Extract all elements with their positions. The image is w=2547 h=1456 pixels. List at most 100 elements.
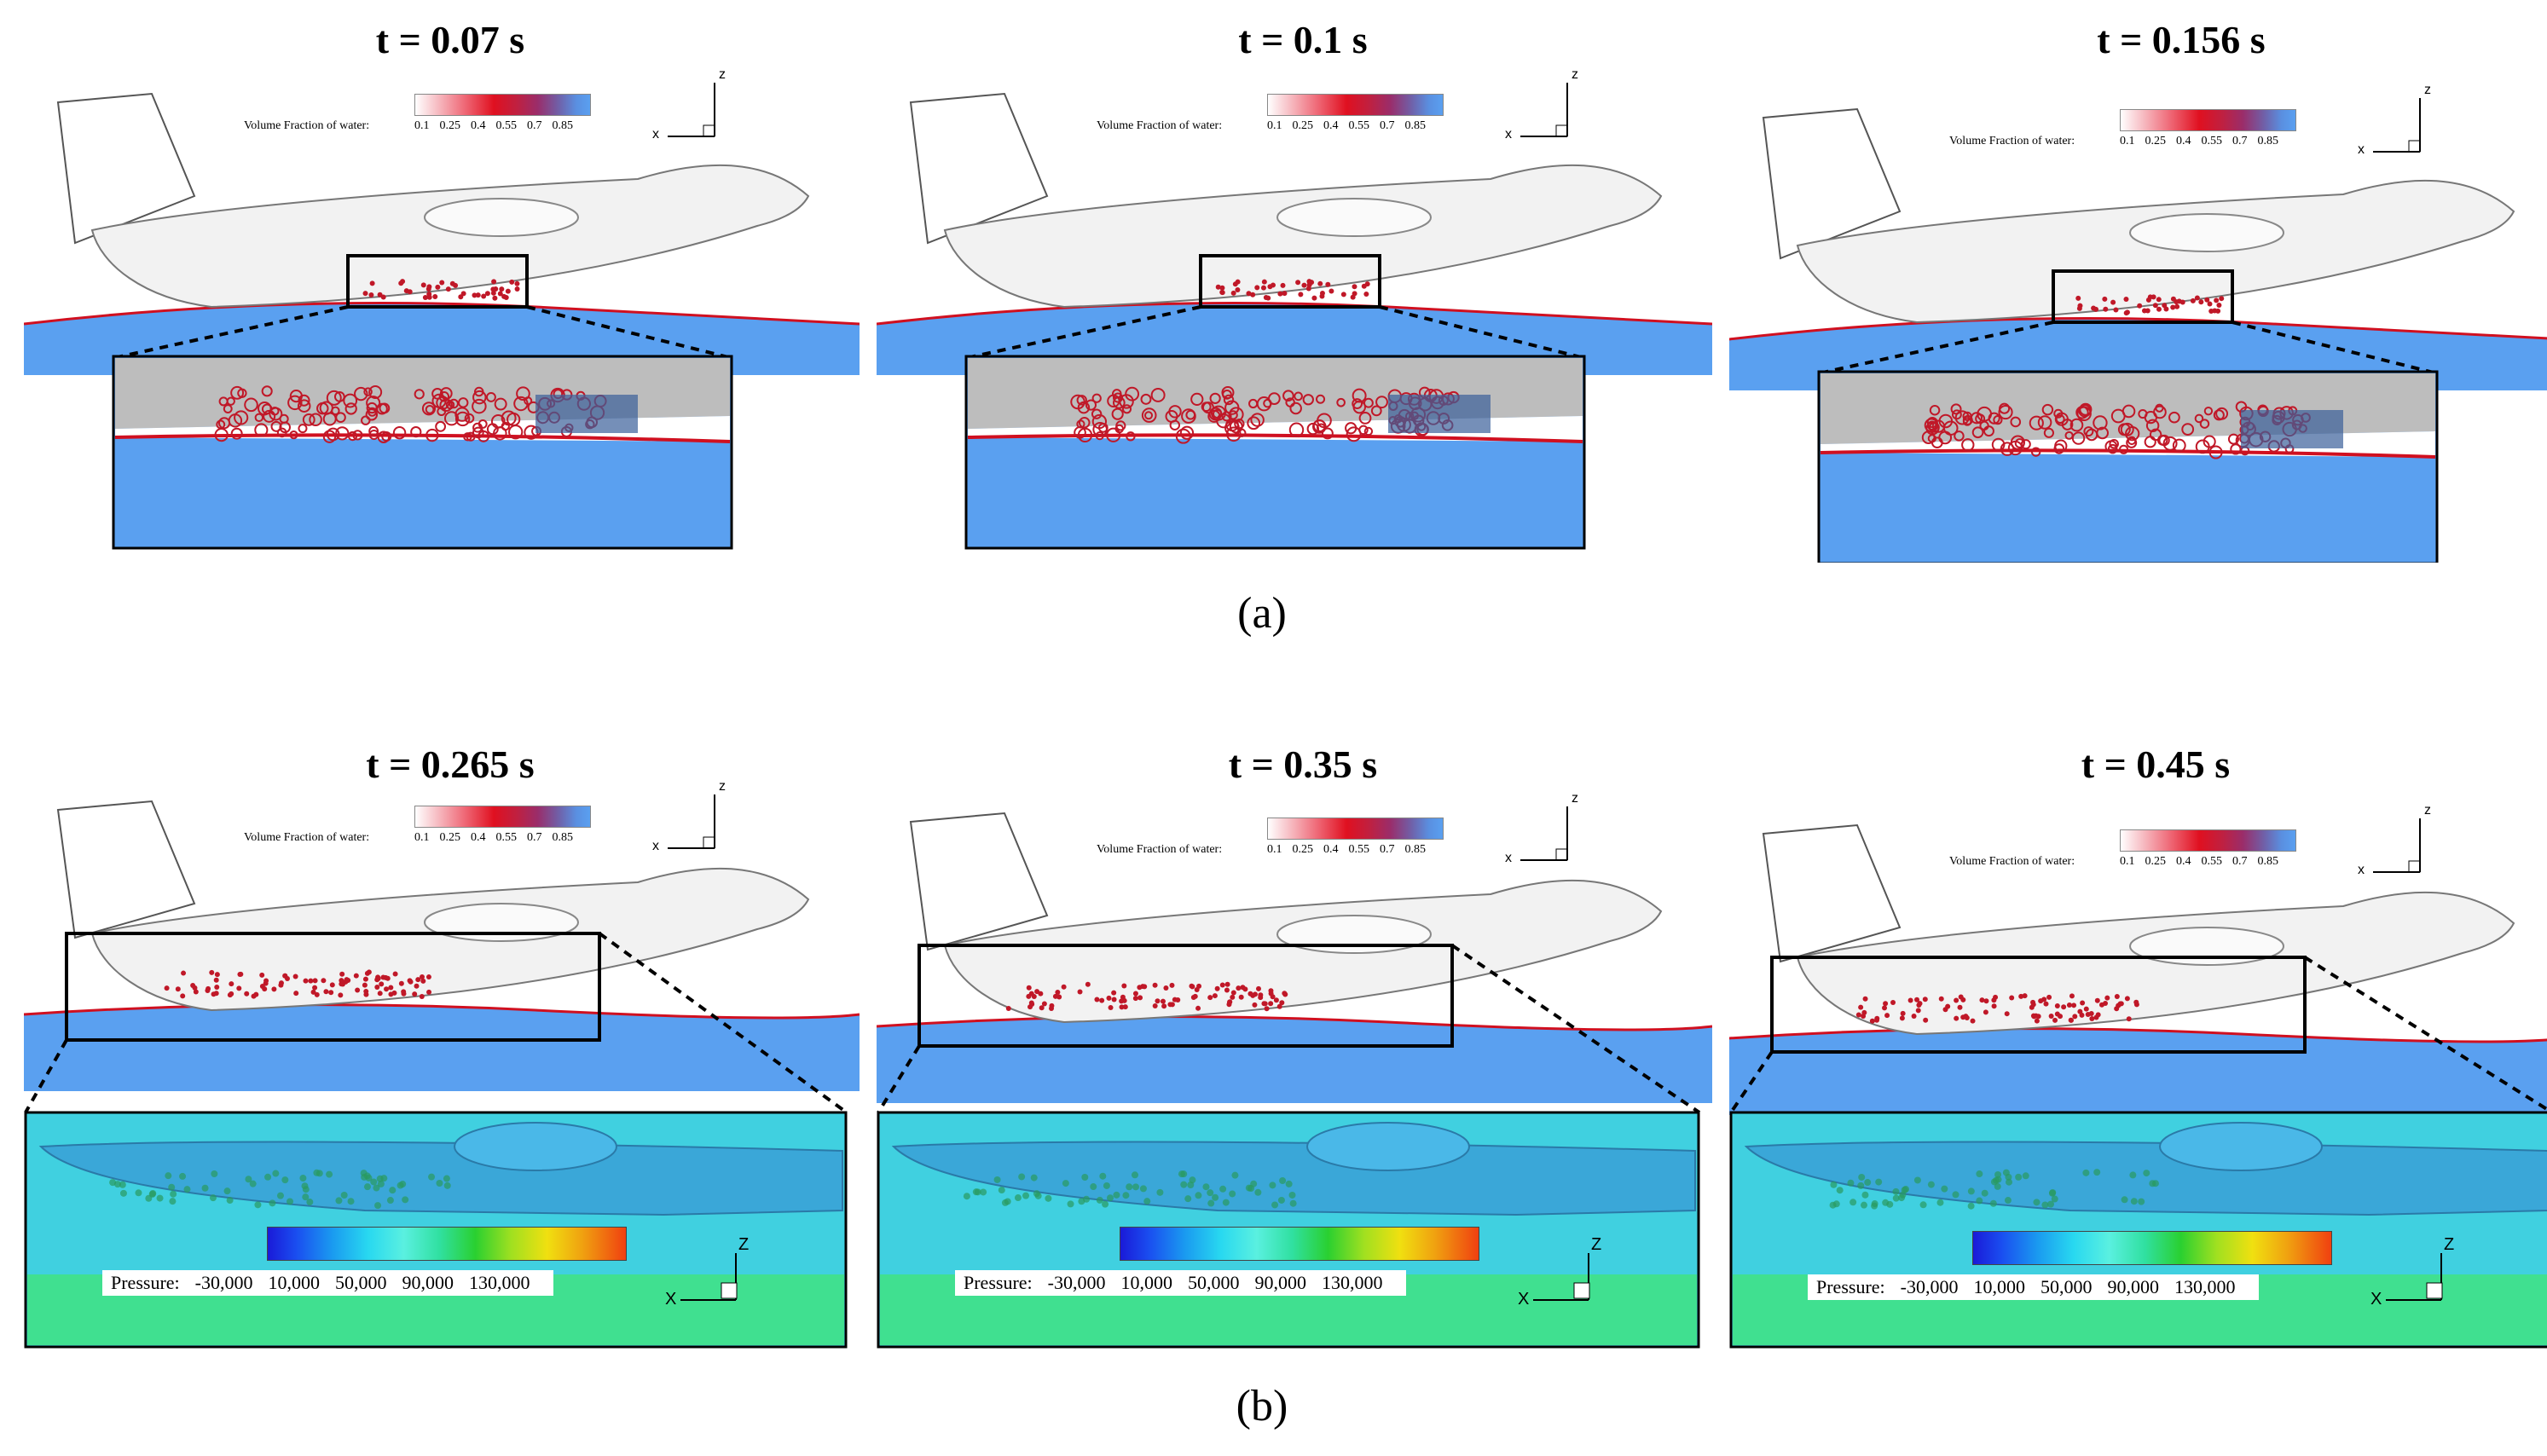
z-axis-label: Z <box>738 1235 749 1255</box>
pressure-label: Pressure: <box>964 1272 1033 1293</box>
nacelle-pressure <box>2160 1123 2322 1170</box>
x-axis-label: x <box>1505 127 1512 142</box>
x-axis-label: X <box>2370 1290 2382 1309</box>
volume-fraction-colorbar <box>1267 94 1444 116</box>
x-axis-label: x <box>2358 142 2365 158</box>
axis-triad: ZX <box>1499 1240 1618 1309</box>
legend-tick: 0.4 <box>2176 855 2191 868</box>
pressure-tick: -30,000 <box>1901 1276 1959 1297</box>
legend-label: Volume Fraction of water: <box>1097 119 1222 133</box>
pressure-legend: Pressure: -30,000 10,000 50,000 90,000 130,00… <box>955 1270 1406 1296</box>
pressure-tick: -30,000 <box>195 1272 253 1293</box>
legend-tick: 0.55 <box>2202 855 2223 868</box>
legend-tick: 0.85 <box>1405 843 1427 856</box>
legend-tick: 0.85 <box>553 831 574 844</box>
legend-label: Volume Fraction of water: <box>1097 843 1222 857</box>
z-axis-label: z <box>1572 67 1578 83</box>
x-axis-label: x <box>2358 863 2365 878</box>
pressure-legend: Pressure:-30,00010,00050,00090,000130,00… <box>1808 1274 2259 1300</box>
x-axis-label: X <box>1518 1290 1529 1309</box>
tail-fin <box>58 801 194 938</box>
axis-triad-small: zx <box>2356 808 2441 885</box>
legend-tick: 0.55 <box>2202 135 2223 147</box>
legend-tick: 0.85 <box>1405 119 1427 132</box>
legend-tick: 0.25 <box>2145 135 2167 147</box>
pressure-label: Pressure: <box>111 1272 180 1293</box>
legend-tick: 0.7 <box>527 119 542 132</box>
volume-fraction-colorbar <box>414 806 591 828</box>
legend-tick: 0.4 <box>471 831 486 844</box>
legend-tick: 0.4 <box>471 119 486 132</box>
pressure-colorbar <box>267 1227 627 1261</box>
legend-tick: 0.25 <box>440 831 461 844</box>
legend-tick: 0.55 <box>496 831 518 844</box>
axis-triad: zx <box>651 72 736 149</box>
volume-fraction-colorbar <box>2120 109 2296 131</box>
aircraft-hull <box>945 881 1661 1022</box>
legend-tick: 0.25 <box>2145 855 2167 868</box>
z-axis-label: z <box>1572 791 1578 806</box>
legend-tick: 0.4 <box>1323 843 1339 856</box>
legend-tick: 0.7 <box>1380 843 1395 856</box>
legend-tick: 0.85 <box>2258 855 2279 868</box>
pressure-tick: 10,000 <box>1973 1276 2025 1297</box>
volume-fraction-colorbar <box>414 94 591 116</box>
x-axis-label: x <box>1505 851 1512 866</box>
engine-nacelle <box>425 904 578 941</box>
legend-tick: 0.7 <box>527 831 542 844</box>
z-axis-label: Z <box>1591 1235 1601 1255</box>
z-axis-label: z <box>719 67 726 83</box>
legend-tick: 0.4 <box>1323 119 1339 132</box>
legend-tick: 0.1 <box>1267 119 1282 132</box>
legend-tick: 0.55 <box>1349 843 1370 856</box>
aircraft-hull <box>1797 181 2514 322</box>
engine-nacelle <box>2130 927 2284 965</box>
pressure-tick: 90,000 <box>1254 1272 1306 1293</box>
legend-tick: 0.1 <box>2120 855 2135 868</box>
pressure-tick: 10,000 <box>1120 1272 1172 1293</box>
axis-triad: ZX <box>2352 1240 2471 1309</box>
panel-b-1: t = 0.265 sPressure:-30,00010,00050,0009… <box>24 725 860 1355</box>
legend-label: Volume Fraction of water: <box>244 119 369 133</box>
axis-triad-small: zx <box>1503 796 1589 873</box>
pressure-tick: 90,000 <box>2107 1276 2159 1297</box>
legend-tick: 0.4 <box>2176 135 2191 147</box>
axis-triad: zx <box>1503 72 1589 149</box>
axis-triad: ZX <box>646 1240 766 1309</box>
legend-label: Volume Fraction of water: <box>1949 855 2075 869</box>
aircraft-hull <box>92 869 808 1010</box>
pressure-tick: -30,000 <box>1048 1272 1106 1293</box>
caption-b: (b) <box>1177 1381 1347 1431</box>
pressure-tick: 50,000 <box>1188 1272 1240 1293</box>
volume-fraction-colorbar <box>2120 829 2296 852</box>
pressure-tick: 130,000 <box>469 1272 530 1293</box>
legend-tick: 0.25 <box>440 119 461 132</box>
pressure-tick: 50,000 <box>335 1272 387 1293</box>
nacelle-pressure <box>454 1123 616 1170</box>
legend-tick: 0.25 <box>1293 119 1314 132</box>
legend-label: Volume Fraction of water: <box>244 831 369 845</box>
pressure-tick: 130,000 <box>1322 1272 1383 1293</box>
pressure-tick: 10,000 <box>268 1272 320 1293</box>
z-axis-label: z <box>2424 83 2431 98</box>
caption-a: (a) <box>1177 588 1347 638</box>
tail-fin <box>1763 825 1900 962</box>
engine-nacelle <box>1277 916 1431 953</box>
pressure-tick: 90,000 <box>402 1272 454 1293</box>
legend-tick: 0.85 <box>2258 135 2279 147</box>
x-axis-label: X <box>665 1290 676 1309</box>
legend-tick: 0.7 <box>2232 135 2248 147</box>
pressure-label: Pressure: <box>1816 1276 1885 1297</box>
legend-tick: 0.7 <box>2232 855 2248 868</box>
z-axis-label: z <box>719 779 726 794</box>
x-axis-label: x <box>652 839 659 854</box>
axis-triad-small: zx <box>651 784 736 861</box>
legend-tick: 0.25 <box>1293 843 1314 856</box>
panel-b-2: t = 0.35 sPressure:-30,00010,00050,00090… <box>877 725 1712 1355</box>
x-axis-label: x <box>652 127 659 142</box>
nacelle-pressure <box>1307 1123 1469 1170</box>
pressure-colorbar <box>1120 1227 1479 1261</box>
pressure-legend: Pressure: -30,000 10,000 50,000 90,000 130,00… <box>102 1270 553 1296</box>
legend-tick: 0.55 <box>1349 119 1370 132</box>
panel-b-3: t = 0.45 sPressure:-30,00010,00050,00090… <box>1729 725 2547 1355</box>
